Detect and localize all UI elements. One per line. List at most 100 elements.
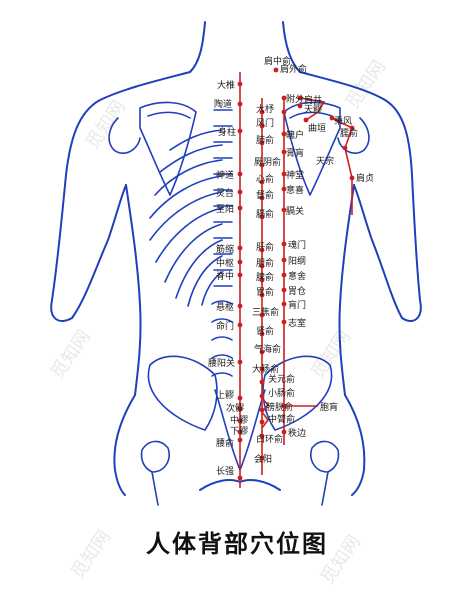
labels-center: 大杼 风门 肺俞 厥阴俞 心俞 督俞 膈俞 肝俞 胆俞 脾俞 胃俞 三焦俞 肾俞… bbox=[252, 103, 295, 465]
label-dushu: 督俞 bbox=[256, 189, 274, 201]
lumbar-vertebra bbox=[211, 318, 233, 323]
point-zhiyang bbox=[237, 205, 243, 211]
point-bingfeng bbox=[329, 115, 335, 121]
label-zhiyang: 至阳 bbox=[216, 204, 234, 215]
point-yixi bbox=[281, 186, 287, 192]
watermark-3: 觅知网 bbox=[47, 327, 95, 383]
point-jianwaishu bbox=[281, 95, 287, 101]
labels-right: 肩中俞 肩外俞 附分 魄户 膏肓 神堂 意喜 膈关 魂门 阳纲 意舍 胃仓 肓门… bbox=[264, 55, 338, 439]
point-pishu bbox=[259, 277, 265, 283]
right-iliac bbox=[262, 355, 333, 431]
point-geshu bbox=[259, 214, 265, 220]
point-guanyuanshu bbox=[259, 379, 265, 385]
label-xuanshu: 悬枢 bbox=[216, 301, 234, 313]
point-tianzong bbox=[342, 145, 348, 151]
label-guanyuanshu: 关元俞 bbox=[268, 373, 295, 385]
label-zhibian: 秩边 bbox=[288, 428, 306, 439]
label-huiyang: 会阳 bbox=[254, 453, 272, 465]
label-taodao: 陶道 bbox=[214, 98, 232, 110]
label-lingtai: 灵台 bbox=[216, 187, 234, 199]
rib bbox=[149, 191, 223, 241]
rib bbox=[175, 239, 223, 299]
left-scapula-spine bbox=[147, 111, 191, 119]
label-jianwaishu: 肩外俞 bbox=[280, 63, 307, 75]
points-layer bbox=[237, 67, 355, 481]
left-ribs bbox=[149, 129, 223, 307]
label-weishu: 胃俞 bbox=[256, 286, 274, 298]
label-hunmen: 魂门 bbox=[288, 239, 306, 251]
right-scapula-spine bbox=[289, 111, 333, 119]
label-shenzhu: 身柱 bbox=[218, 126, 236, 138]
label-shangliao: 上髎 bbox=[216, 390, 234, 401]
watermark-5: 觅知网 bbox=[67, 527, 115, 583]
right-arm-outer bbox=[299, 71, 422, 322]
label-huangmen: 肓门 bbox=[288, 299, 306, 311]
label-shenshu: 肾俞 bbox=[256, 325, 274, 337]
label-jizhong: 脊中 bbox=[216, 270, 234, 282]
point-quyuan bbox=[303, 117, 309, 123]
shoulder-line-1 bbox=[299, 97, 326, 121]
point-jianjing bbox=[297, 95, 303, 101]
point-shenzhu bbox=[237, 128, 243, 134]
point-shentang bbox=[281, 171, 287, 177]
right-arm-inner bbox=[353, 184, 403, 319]
point-ganshu bbox=[259, 247, 265, 253]
rib bbox=[149, 175, 223, 219]
point-xialiao bbox=[237, 429, 243, 435]
point-zhongliao bbox=[237, 418, 243, 424]
diagram-title: 人体背部穴位图 bbox=[146, 529, 328, 558]
point-weicang bbox=[281, 287, 287, 293]
left-scapula bbox=[139, 101, 197, 196]
right-flank bbox=[338, 184, 355, 396]
label-weicang: 胃仓 bbox=[288, 285, 306, 297]
label-shendao: 神道 bbox=[216, 169, 234, 181]
label-changqiang: 长强 bbox=[216, 465, 234, 477]
point-yishe bbox=[281, 272, 287, 278]
point-huangmen bbox=[281, 301, 287, 307]
point-mingmen bbox=[237, 322, 243, 328]
label-zhongliao: 中髎 bbox=[230, 414, 248, 426]
point-sanjiaoshu bbox=[259, 312, 265, 318]
rib bbox=[154, 159, 223, 196]
point-yaoyangguan bbox=[237, 359, 243, 365]
point-shendao bbox=[237, 171, 243, 177]
rib bbox=[201, 271, 223, 306]
label-pangguangshu: 膀胱俞 bbox=[266, 401, 293, 413]
left-arm-outer bbox=[50, 71, 191, 322]
point-zhibian bbox=[281, 429, 287, 435]
label-zhongshu: 中枢 bbox=[216, 257, 234, 269]
point-dazhui bbox=[237, 81, 243, 87]
skeleton bbox=[108, 101, 370, 506]
label-dachangshu: 大肠俞 bbox=[252, 363, 279, 375]
label-ciliao: 次髎 bbox=[226, 402, 244, 414]
left-femur-head bbox=[140, 440, 170, 473]
point-zhonglvshu bbox=[259, 419, 265, 425]
left-hip bbox=[113, 394, 136, 496]
body-outline bbox=[50, 21, 422, 496]
rib bbox=[169, 129, 223, 151]
point-xiaochangshu bbox=[259, 393, 265, 399]
label-yaoyangguan: 腰阳关 bbox=[208, 357, 235, 369]
point-dushu bbox=[259, 195, 265, 201]
right-humerus-head bbox=[337, 117, 370, 154]
labels-shoulder: 肩井 天髎 曲垣 秉风 臑俞 天宗 肩贞 bbox=[304, 94, 374, 184]
label-tianzong: 天宗 bbox=[316, 155, 334, 167]
point-xinshu bbox=[259, 179, 265, 185]
point-zhongshu bbox=[237, 259, 243, 265]
label-baihuanshu: 白环俞 bbox=[256, 433, 283, 445]
point-pangguangshu bbox=[259, 407, 265, 413]
label-shentang: 神堂 bbox=[286, 169, 304, 181]
watermark-1: 觅知网 bbox=[82, 97, 130, 153]
point-pohu bbox=[281, 131, 287, 137]
rib bbox=[187, 255, 223, 307]
label-jianzhongshu: 肩中俞 bbox=[264, 55, 291, 67]
label-yaoshu: 腰俞 bbox=[216, 437, 234, 449]
rib bbox=[155, 207, 223, 263]
label-fengmen: 风门 bbox=[256, 117, 274, 129]
point-jianzhen bbox=[349, 175, 355, 181]
point-weishu bbox=[259, 292, 265, 298]
point-jinsuo bbox=[237, 245, 243, 251]
point-fengmen bbox=[259, 123, 265, 129]
left-flank bbox=[125, 184, 142, 396]
label-sanjiaoshu: 三焦俞 bbox=[252, 306, 279, 318]
